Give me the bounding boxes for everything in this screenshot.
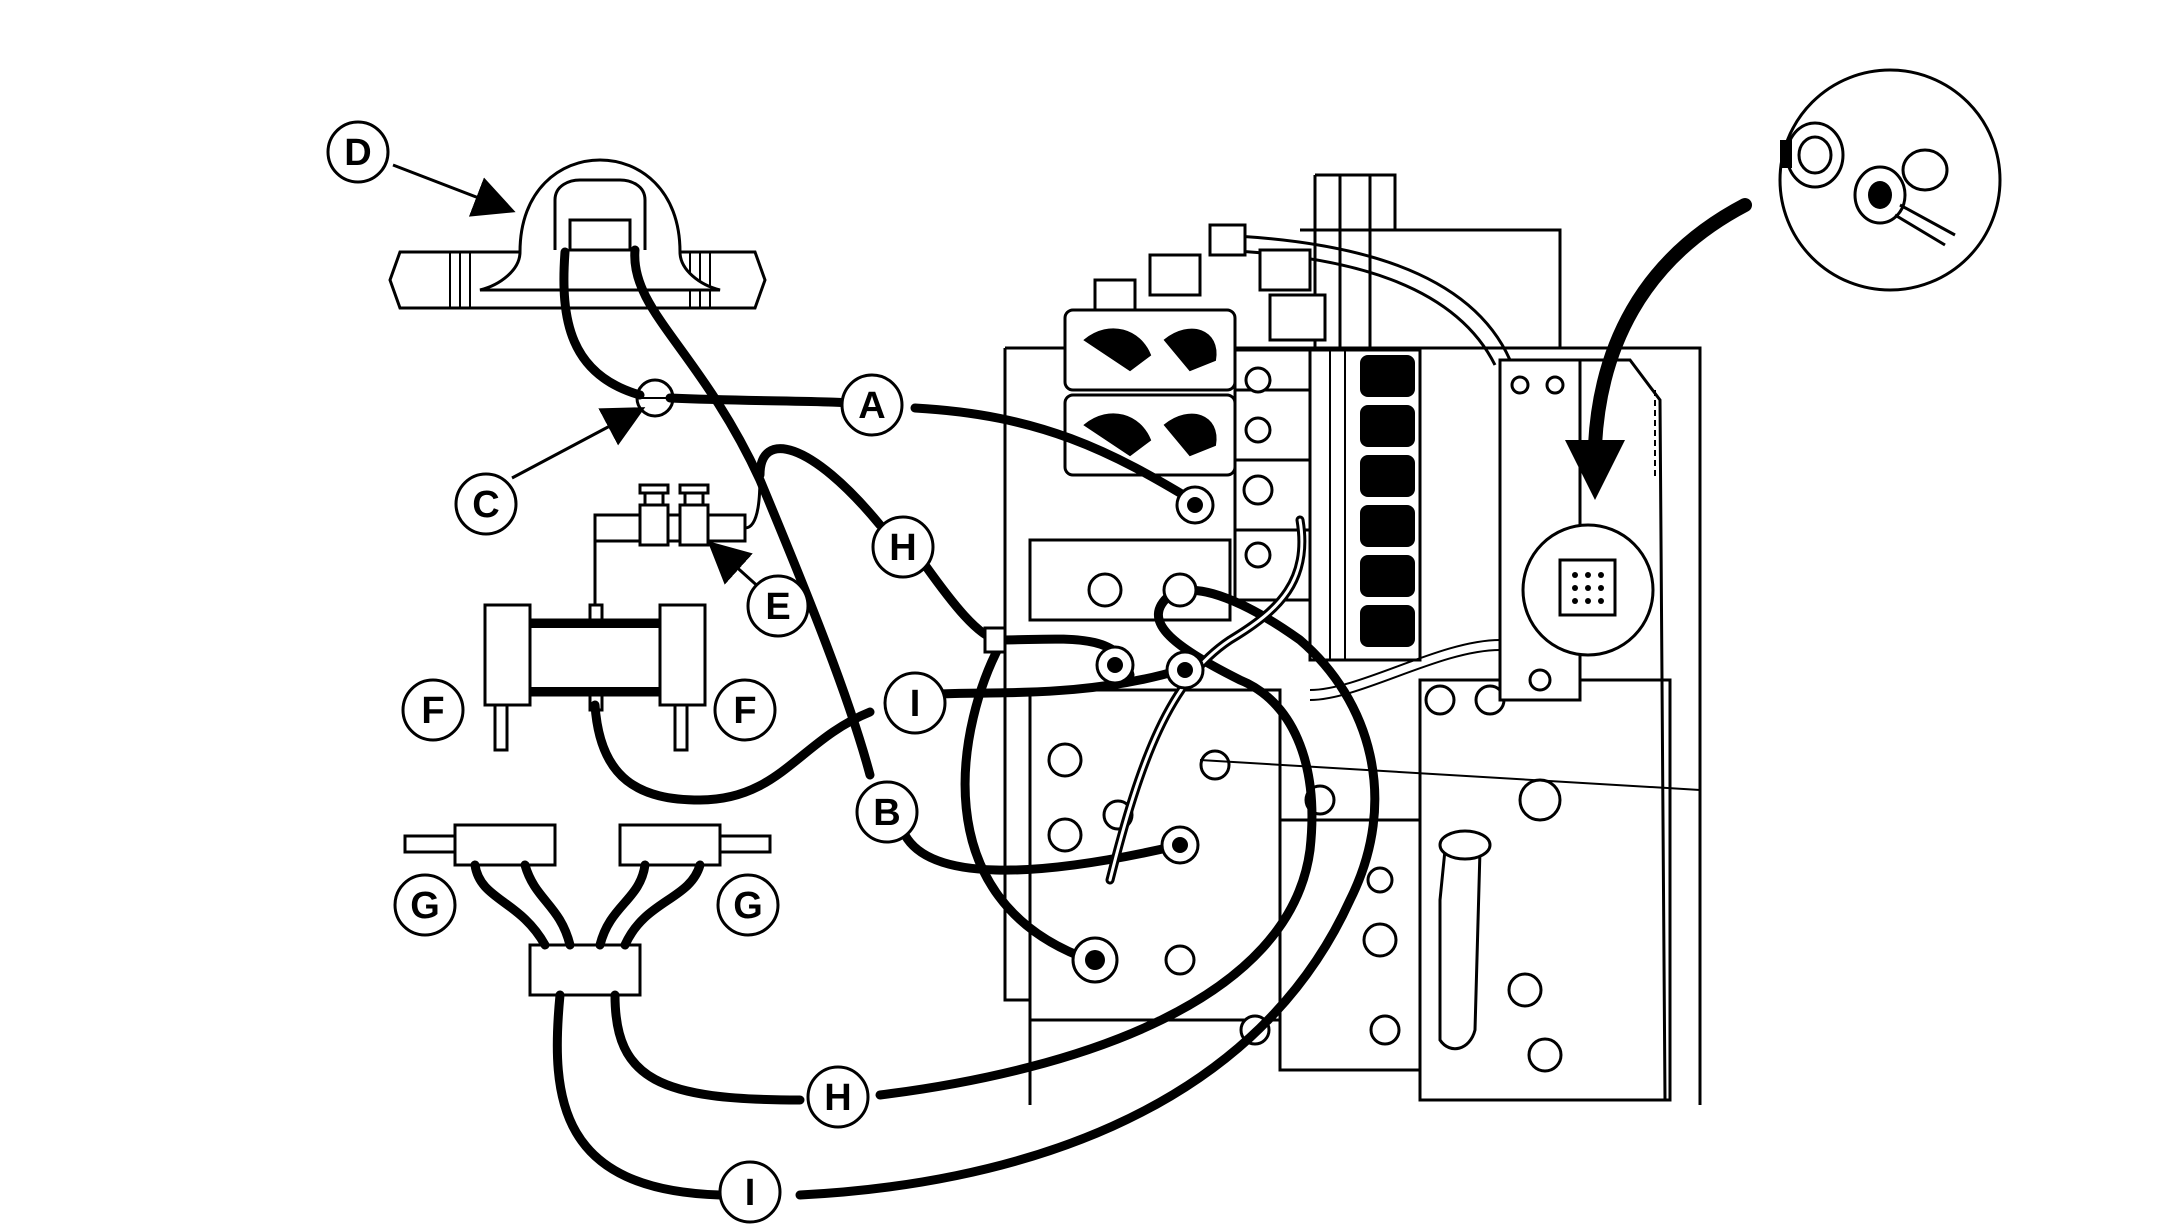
- callout-i-upper-text: I: [910, 683, 921, 725]
- callout-d-text: D: [344, 132, 371, 174]
- callout-e: E: [746, 574, 810, 638]
- hose-clamp-bracket: [388, 158, 767, 310]
- hose-routing: [470, 245, 1380, 1200]
- callout-c: C: [454, 472, 518, 536]
- callout-f-right-text: F: [733, 690, 756, 732]
- callout-h-upper-text: H: [889, 527, 916, 569]
- callout-g-right: G: [716, 873, 780, 937]
- callout-f-left: F: [401, 678, 465, 742]
- callout-a: A: [840, 373, 904, 437]
- valve-manifold: [593, 474, 762, 605]
- dual-actuator-assembly: [403, 823, 772, 997]
- callout-b-text: B: [873, 792, 900, 834]
- hydraulic-cylinder: [483, 603, 707, 752]
- solenoid-coil-stack: [1308, 348, 1422, 662]
- callout-c-text: C: [472, 484, 499, 526]
- callout-f-left-text: F: [421, 690, 444, 732]
- callout-i-lower: I: [718, 1160, 782, 1224]
- callout-d: D: [326, 120, 390, 184]
- callout-a-text: A: [858, 385, 885, 427]
- callout-b: B: [855, 780, 919, 844]
- valve-assembly: [1003, 173, 1702, 1105]
- callout-e-text: E: [765, 586, 790, 628]
- leader-lines: [392, 163, 764, 592]
- callout-h-lower: H: [806, 1065, 870, 1129]
- callout-g-left: G: [393, 873, 457, 937]
- callout-h-upper: H: [871, 515, 935, 579]
- connector-detail-inset: [1565, 68, 2002, 500]
- callout-i-upper: I: [883, 671, 947, 735]
- callout-g-left-text: G: [410, 885, 440, 927]
- valve-ports: [983, 485, 1215, 984]
- callout-i-lower-text: I: [745, 1172, 756, 1214]
- callout-g-right-text: G: [733, 885, 763, 927]
- callout-h-lower-text: H: [824, 1077, 851, 1119]
- callout-f-right: F: [713, 678, 777, 742]
